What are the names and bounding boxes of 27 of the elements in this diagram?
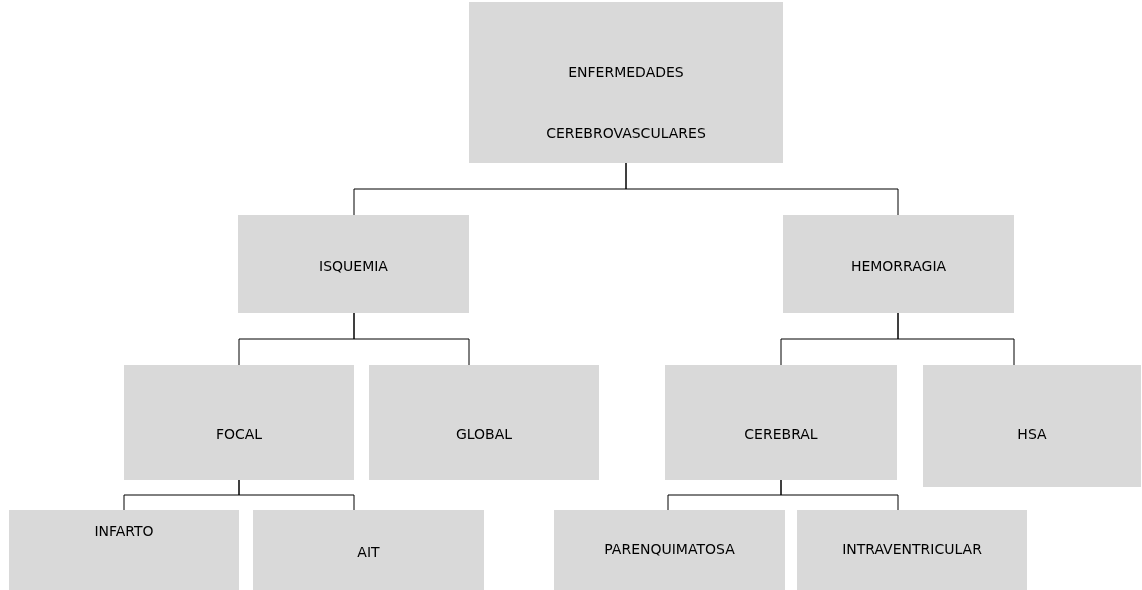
category-label: HSA — [1017, 425, 1047, 444]
category-box — [253, 510, 484, 590]
connector-line — [897, 312, 1015, 366]
category-box — [797, 510, 1027, 590]
category-label: ISQUEMIA — [319, 257, 388, 276]
category-box — [469, 2, 783, 163]
category-box — [124, 365, 354, 480]
category-label: GLOBAL — [455, 425, 513, 444]
category-box — [9, 510, 239, 590]
category-label: INFARTO — [94, 522, 154, 541]
connector-line — [238, 479, 355, 511]
category-box — [369, 365, 599, 480]
category-label: FOCAL — [215, 425, 263, 444]
category-box — [238, 215, 469, 313]
category-label: HEMORRAGIA — [850, 257, 947, 276]
connector-line — [353, 312, 470, 366]
connector-line — [625, 162, 899, 216]
category-label: PARENQUIMATOSA — [604, 540, 735, 559]
category-box — [923, 365, 1141, 487]
category-box — [554, 510, 785, 590]
category-box — [665, 365, 897, 480]
connector-line — [780, 479, 899, 511]
category-label: CEREBRAL — [744, 425, 818, 444]
category-label: AIT — [357, 543, 380, 562]
category-label: ENFERMEDADES CEREBROVASCULARES — [545, 63, 707, 143]
category-label: INTRAVENTRICULAR — [842, 540, 982, 559]
category-box — [783, 215, 1014, 313]
